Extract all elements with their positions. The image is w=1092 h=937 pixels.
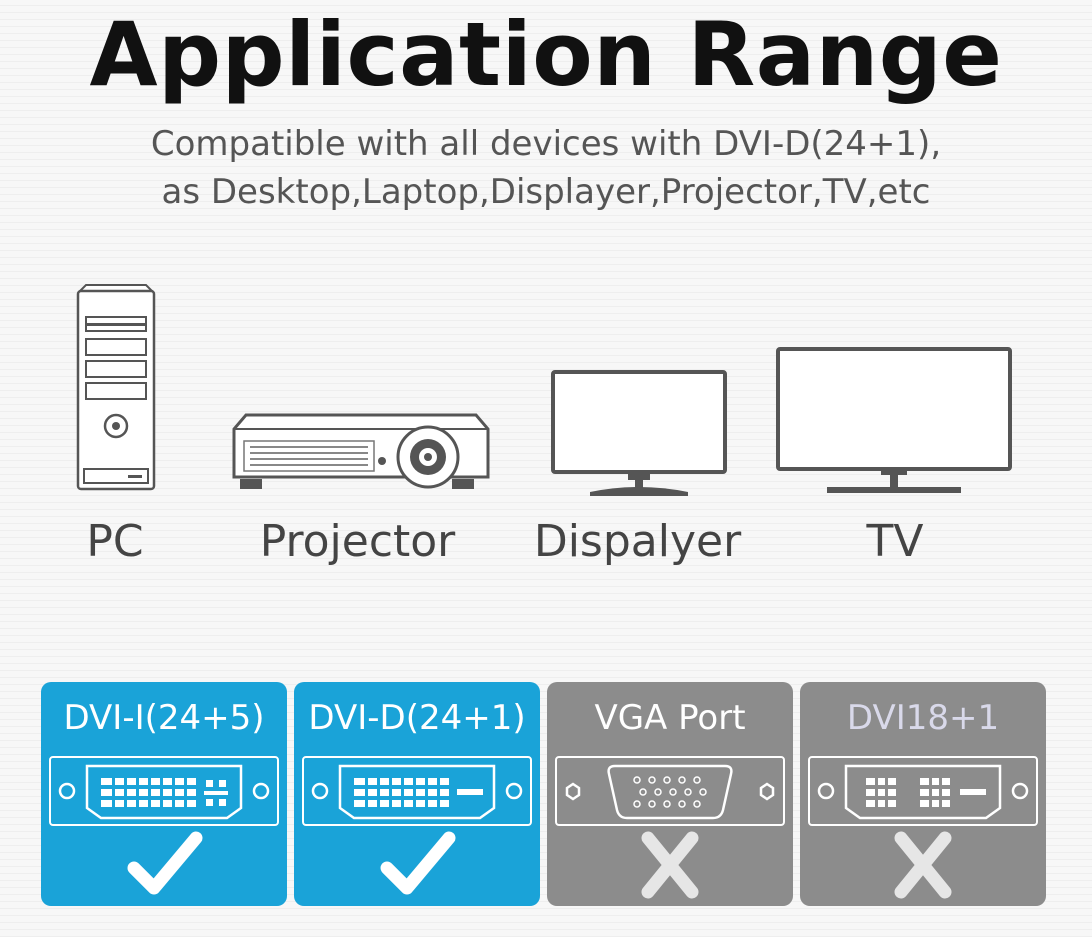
port-label: VGA Port (594, 698, 746, 738)
dvi-18-1-connector-icon (808, 756, 1038, 826)
port-label: DVI18+1 (846, 698, 1000, 738)
port-label: DVI-D(24+1) (308, 698, 526, 738)
dvi-d-connector-icon (302, 756, 532, 826)
port-label: DVI-I(24+5) (63, 698, 265, 738)
device-label-projector: Projector (259, 516, 456, 567)
device-label-displayer: Dispalyer (533, 516, 742, 567)
vga-connector-icon (555, 756, 785, 826)
port-card-dvi-18-1: DVI18+1 (800, 682, 1046, 906)
subtitle-line-1: Compatible with all devices with DVI-D(2… (150, 124, 942, 164)
checkmark-icon (114, 830, 214, 900)
checkmark-icon (367, 830, 467, 900)
port-card-vga: VGA Port (547, 682, 793, 906)
pc-tower-icon (72, 283, 160, 493)
dvi-i-connector-icon (49, 756, 279, 826)
cross-icon (620, 830, 720, 900)
projector-icon (230, 405, 492, 497)
port-card-dvi-i: DVI-I(24+5) (41, 682, 287, 906)
port-card-dvi-d: DVI-D(24+1) (294, 682, 540, 906)
monitor-icon (550, 370, 728, 498)
tv-icon (775, 347, 1013, 497)
subtitle-line-2: as Desktop,Laptop,Displayer,Projector,TV… (161, 172, 931, 212)
device-label-pc: PC (86, 516, 144, 567)
cross-icon (873, 830, 973, 900)
page-title: Application Range (89, 3, 1003, 106)
device-label-tv: TV (866, 516, 924, 567)
